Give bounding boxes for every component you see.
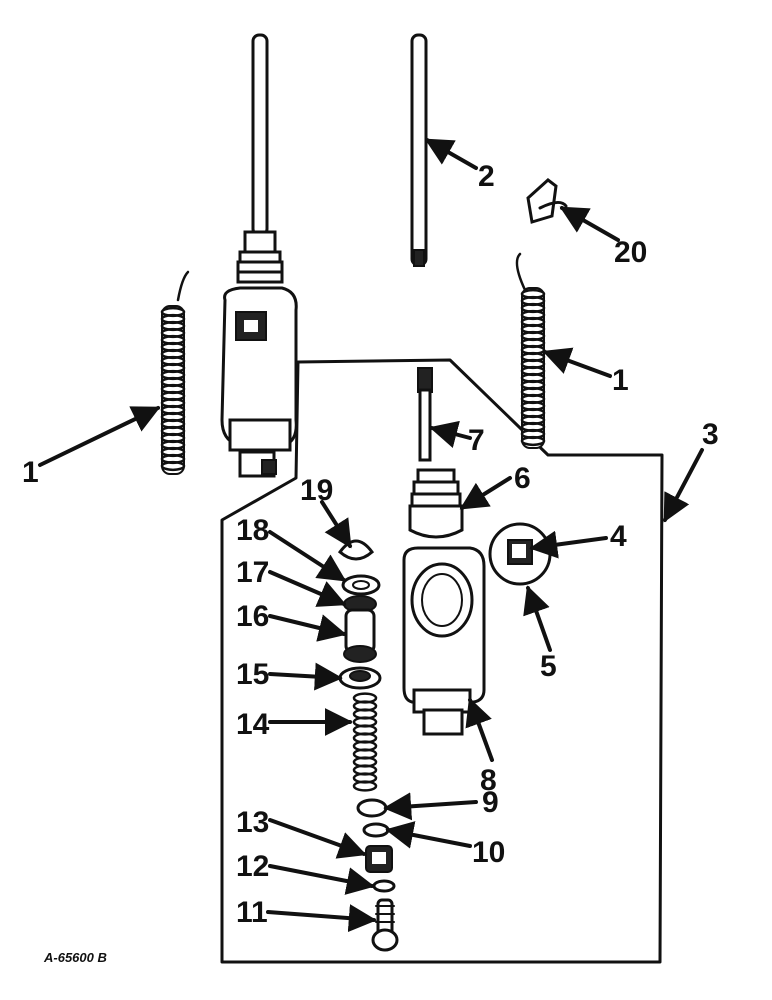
spring-coil bbox=[160, 460, 186, 472]
callout-16: 16 bbox=[236, 600, 269, 633]
leader-lines bbox=[38, 138, 704, 933]
leader-1-right bbox=[542, 347, 612, 378]
screw-part-11 bbox=[371, 898, 399, 952]
callout-18: 18 bbox=[236, 514, 269, 547]
clip-part-19 bbox=[337, 539, 375, 561]
spring-coil bbox=[352, 780, 378, 792]
callout-20: 20 bbox=[614, 236, 647, 269]
leader-10 bbox=[385, 821, 472, 849]
spring-right bbox=[515, 252, 546, 449]
callout-19: 19 bbox=[300, 474, 333, 507]
nut-part-13 bbox=[365, 845, 393, 873]
leader-11 bbox=[266, 904, 377, 933]
assembly-boundary bbox=[220, 358, 664, 964]
callout-14: 14 bbox=[236, 708, 270, 741]
leader-6 bbox=[459, 476, 512, 510]
leader-18 bbox=[268, 530, 347, 582]
leader-2 bbox=[424, 138, 478, 170]
callout-6: 6 bbox=[514, 462, 531, 495]
ring-part-9 bbox=[356, 798, 388, 818]
callout-4: 4 bbox=[610, 520, 627, 553]
callout-3: 3 bbox=[702, 418, 719, 451]
ring-part-12 bbox=[372, 879, 396, 893]
leader-13 bbox=[268, 818, 367, 859]
ring-part-10 bbox=[362, 822, 390, 838]
leader-20 bbox=[559, 206, 620, 242]
callout-2: 2 bbox=[478, 160, 495, 193]
callout-labels: 1 1 2 3 4 5 6 7 8 9 10 11 12 13 14 15 16… bbox=[22, 160, 719, 929]
callout-7: 7 bbox=[468, 424, 485, 457]
plunger-part-16 bbox=[343, 608, 377, 663]
leader-5 bbox=[523, 585, 552, 652]
leader-15 bbox=[268, 662, 343, 691]
callout-1-left: 1 bbox=[22, 456, 39, 489]
rod-part-2 bbox=[410, 33, 428, 267]
callout-1-right: 1 bbox=[612, 364, 629, 397]
spring-part-14 bbox=[352, 692, 378, 792]
leader-8 bbox=[465, 697, 494, 762]
boot-part-6 bbox=[408, 468, 464, 539]
assembled-valve-left bbox=[220, 33, 298, 478]
washer-part-18 bbox=[341, 574, 381, 596]
callout-15: 15 bbox=[236, 658, 269, 691]
leader-3 bbox=[663, 448, 704, 523]
callout-12: 12 bbox=[236, 850, 269, 883]
callout-9: 9 bbox=[482, 786, 499, 819]
leader-9 bbox=[383, 792, 478, 821]
valve-body-part-8 bbox=[402, 546, 486, 736]
callout-10: 10 bbox=[472, 836, 505, 869]
figure-code: A-65600 B bbox=[43, 950, 107, 965]
leader-17 bbox=[268, 570, 347, 607]
callout-5: 5 bbox=[540, 650, 557, 683]
pin-part-7 bbox=[417, 367, 433, 462]
bracket-part-20 bbox=[526, 178, 568, 224]
callout-8: 8 bbox=[480, 764, 497, 797]
cap-part-4-5 bbox=[488, 522, 552, 586]
callout-11: 11 bbox=[236, 896, 268, 929]
spring-coil bbox=[520, 435, 546, 447]
callout-17: 17 bbox=[236, 556, 269, 589]
leader-7 bbox=[429, 420, 472, 448]
leader-12 bbox=[268, 864, 375, 895]
leader-1-left bbox=[38, 406, 161, 467]
callout-13: 13 bbox=[236, 806, 269, 839]
leader-19 bbox=[320, 500, 352, 549]
seat-part-15 bbox=[338, 666, 382, 690]
leader-16 bbox=[268, 614, 347, 642]
spring-left bbox=[160, 270, 190, 475]
leader-4 bbox=[529, 530, 608, 559]
